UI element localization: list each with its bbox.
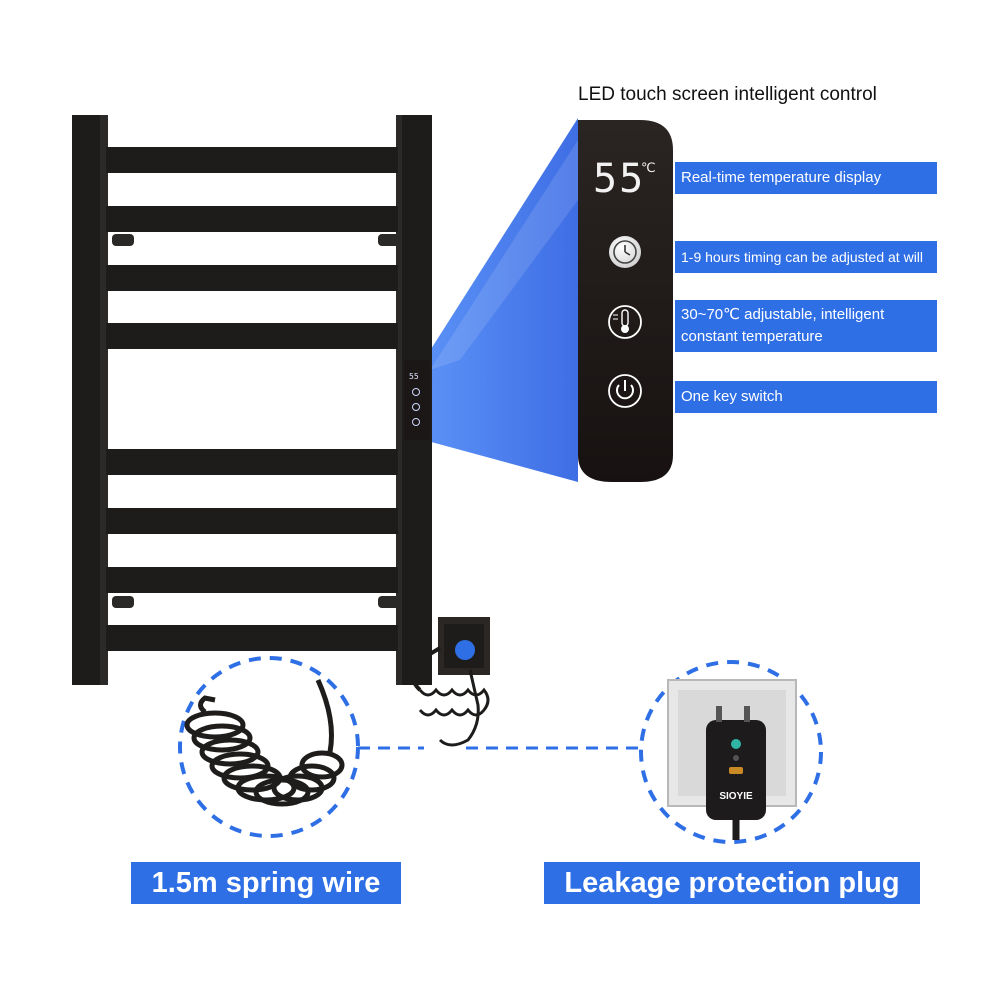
thermometer-icon[interactable] [608,305,642,339]
light-beam-highlight [430,140,578,370]
rail-bar [106,323,398,349]
rail-bar [106,206,398,232]
plug-test-button [729,767,743,774]
rail-bar [106,567,398,593]
towel-rail [72,115,432,685]
spring-wire-closeup [178,656,360,838]
rail-bar [106,508,398,534]
page-title: LED touch screen intelligent control [578,84,877,105]
mini-clock-icon [412,388,420,396]
mini-power-icon [412,418,420,426]
plug-brand-label: SIOYIE [719,791,753,802]
leakage-plug-closeup: SIOYIE [639,660,823,844]
wall-bracket [378,234,400,246]
wall-socket [410,617,490,692]
mini-thermometer-icon [412,403,420,411]
mini-temperature-display: 55 [409,372,419,381]
light-beam [424,118,578,482]
clock-icon[interactable] [609,236,641,268]
mini-control-panel: 55 [404,360,430,440]
plug-status-light [731,739,741,749]
feature-one-key-switch: One key switch [675,381,937,413]
power-icon[interactable] [608,374,642,408]
feature-realtime-temperature: Real-time temperature display [675,162,937,194]
wall-bracket [112,234,134,246]
rail-bar [106,265,398,291]
rail-bar [106,625,398,651]
temperature-display: 55 [593,156,645,202]
large-control-panel: 55 ℃ [578,120,673,482]
spring-wire-label: 1.5m spring wire [131,862,401,904]
wall-bracket [378,596,400,608]
rail-bar [106,449,398,475]
temperature-unit: ℃ [641,161,656,176]
rail-bar [106,147,398,173]
wall-bracket [112,596,134,608]
feature-adjustable-temperature: 30~70℃ adjustable, intelligent constant … [675,300,937,352]
plug-indicator [455,640,475,660]
spring-wire-small [418,669,490,747]
feature-timing: 1-9 hours timing can be adjusted at will [675,241,937,273]
leakage-plug-label: Leakage protection plug [544,862,920,904]
